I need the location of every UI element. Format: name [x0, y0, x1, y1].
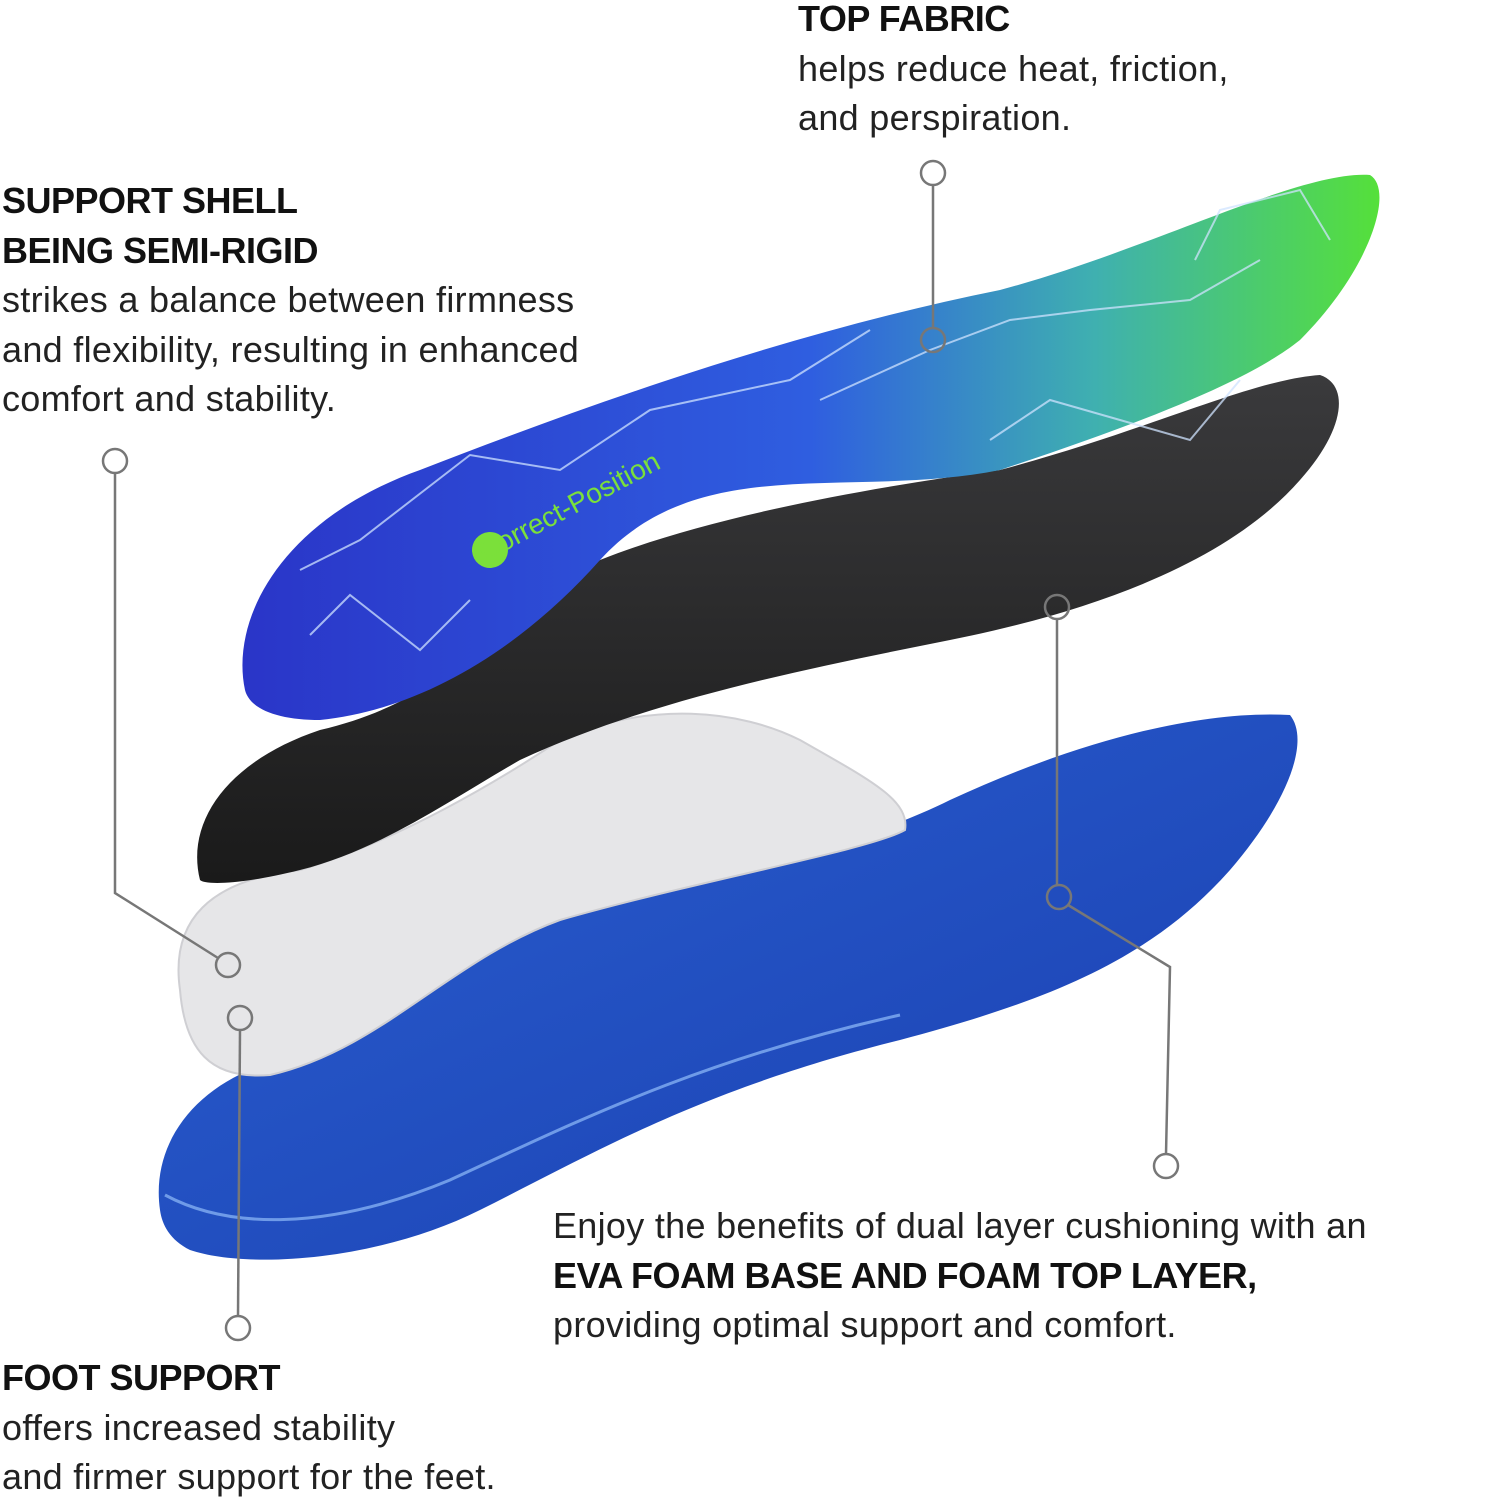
top-fabric-line-2: and perspiration.: [798, 97, 1072, 138]
foot-support-line-2: and firmer support for the feet.: [2, 1456, 496, 1497]
callout-dot: [214, 951, 242, 979]
top-fabric-line-1: helps reduce heat, friction,: [798, 47, 1229, 89]
support-shell-line-1: strikes a balance between firmness: [2, 279, 575, 320]
support-shell-title-2: BEING SEMI-RIGID: [2, 229, 319, 271]
callout-dot: [224, 1314, 252, 1342]
callout-lines: [101, 159, 1180, 1342]
foot-support-callout: FOOT SUPPORT offers increased stability …: [2, 1353, 496, 1502]
callout-dot: [226, 1004, 254, 1032]
top-fabric-callout: TOP FABRIC helps reduce heat, friction, …: [798, 0, 1229, 143]
foot-support-line-1: offers increased stability: [2, 1406, 396, 1448]
foam-base-rim: [164, 1013, 901, 1222]
support-shell-title-1: SUPPORT SHELL: [2, 180, 298, 221]
cushioning-line-1: Enjoy the benefits of dual layer cushion…: [553, 1205, 1367, 1246]
callout-dot: [101, 447, 129, 475]
support-shell-line-3: comfort and stability.: [2, 378, 337, 419]
callout-dot: [1043, 593, 1071, 621]
top-fabric-title: TOP FABRIC: [798, 0, 1010, 39]
foot-support-title: FOOT SUPPORT: [2, 1357, 281, 1398]
callout-dot: [1152, 1152, 1180, 1180]
eva-foam-base: [158, 714, 1298, 1260]
support-shell-line-2: and flexibility, resulting in enhanced: [2, 328, 580, 370]
callout-dot: [919, 159, 947, 187]
semi-rigid-support-shell: [197, 375, 1339, 883]
top-fabric-layer: [242, 174, 1380, 720]
cushioning-line-3: providing optimal support and comfort.: [553, 1304, 1177, 1345]
foot-logo-icon: [472, 532, 508, 568]
fabric-constellation-pattern: [299, 188, 1331, 652]
callout-dot: [1045, 883, 1073, 911]
cushioning-bold: EVA FOAM BASE AND FOAM TOP LAYER,: [553, 1254, 1257, 1296]
support-shell-callout: SUPPORT SHELL BEING SEMI-RIGID strikes a…: [2, 176, 579, 424]
callout-dot: [919, 326, 947, 354]
cushioning-callout: Enjoy the benefits of dual layer cushion…: [553, 1201, 1367, 1350]
